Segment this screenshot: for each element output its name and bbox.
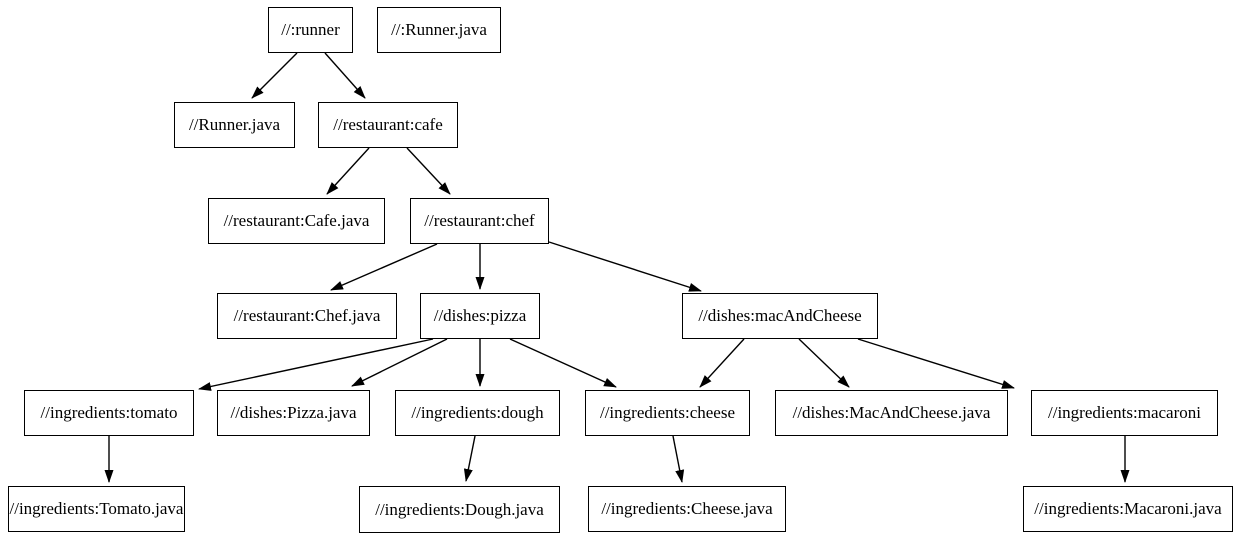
graph-node-file-cheese-java: //ingredients:Cheese.java <box>588 486 786 532</box>
graph-edge-target-chef--file-chef-java <box>330 243 438 291</box>
graph-node-file-dough-java: //ingredients:Dough.java <box>359 486 560 533</box>
graph-node-label: //:runner <box>281 20 340 39</box>
graph-node-label: //ingredients:cheese <box>599 403 735 422</box>
graph-edge-target-cheese--file-cheese-java <box>672 435 685 483</box>
graph-node-label: //Runner.java <box>188 115 281 134</box>
graph-node-file-tomato-java: //ingredients:Tomato.java <box>8 486 185 532</box>
graph-edge-target-pizza--target-cheese <box>509 338 617 388</box>
graph-node-target-chef: //restaurant:chef <box>410 198 549 244</box>
graph-node-file-cafe-java: //restaurant:Cafe.java <box>208 198 385 244</box>
graph-node-label: //dishes:MacAndCheese.java <box>792 403 991 422</box>
graph-edge-target-mac-and-cheese--file-mac-and-cheese-java <box>798 338 850 388</box>
graph-edge-target-dough--file-dough-java <box>463 435 476 482</box>
graph-node-target-cafe: //restaurant:cafe <box>318 102 458 148</box>
graph-node-label: //ingredients:Dough.java <box>375 499 544 519</box>
graph-node-label: //ingredients:Macaroni.java <box>1034 499 1222 518</box>
graph-edge-target-runner--target-cafe <box>324 52 366 99</box>
graph-node-target-dough: //ingredients:dough <box>395 390 560 436</box>
graph-edge-target-runner--file-runner-java <box>251 52 298 99</box>
graph-node-file-chef-java: //restaurant:Chef.java <box>217 293 397 339</box>
graph-node-label: //ingredients:Tomato.java <box>9 499 184 518</box>
graph-edge-target-chef--target-mac-and-cheese <box>548 241 702 292</box>
graph-node-label: //dishes:pizza <box>433 306 527 325</box>
graph-edge-target-mac-and-cheese--target-macaroni <box>857 338 1015 389</box>
graph-node-label: //restaurant:chef <box>424 211 535 230</box>
graph-node-target-pizza: //dishes:pizza <box>420 293 540 339</box>
graph-node-label: //dishes:Pizza.java <box>230 403 357 422</box>
graph-edge-target-pizza--file-pizza-java <box>351 338 448 387</box>
graph-node-label: //ingredients:macaroni <box>1048 403 1201 422</box>
graph-node-file-macaroni-java: //ingredients:Macaroni.java <box>1023 486 1233 532</box>
graph-node-file-runner-java: //Runner.java <box>174 102 295 148</box>
graph-node-target-runner: //:runner <box>268 7 353 53</box>
graph-node-label: //restaurant:Chef.java <box>233 306 381 325</box>
graph-edge-target-cafe--file-cafe-java <box>326 147 370 195</box>
graph-node-label: //ingredients:Cheese.java <box>601 499 773 518</box>
graph-node-file-mac-and-cheese-java: //dishes:MacAndCheese.java <box>775 390 1008 436</box>
graph-edge-target-cafe--target-chef <box>406 147 451 195</box>
graph-node-file-runner-java-root: //:Runner.java <box>377 7 501 53</box>
graph-node-label: //restaurant:cafe <box>333 115 443 134</box>
graph-node-label: //:Runner.java <box>391 20 487 39</box>
graph-node-label: //ingredients:tomato <box>40 403 178 422</box>
graph-edge-target-pizza--target-tomato <box>198 338 434 391</box>
graph-node-target-tomato: //ingredients:tomato <box>24 390 194 436</box>
graph-node-file-pizza-java: //dishes:Pizza.java <box>217 390 370 436</box>
graph-node-label: //restaurant:Cafe.java <box>223 211 370 230</box>
graph-edge-target-mac-and-cheese--target-cheese <box>699 338 745 388</box>
graph-node-target-cheese: //ingredients:cheese <box>585 390 750 436</box>
graph-node-label: //ingredients:dough <box>411 403 544 422</box>
graph-node-label: //dishes:macAndCheese <box>698 306 862 325</box>
graph-node-target-macaroni: //ingredients:macaroni <box>1031 390 1218 436</box>
graph-node-target-mac-and-cheese: //dishes:macAndCheese <box>682 293 878 339</box>
